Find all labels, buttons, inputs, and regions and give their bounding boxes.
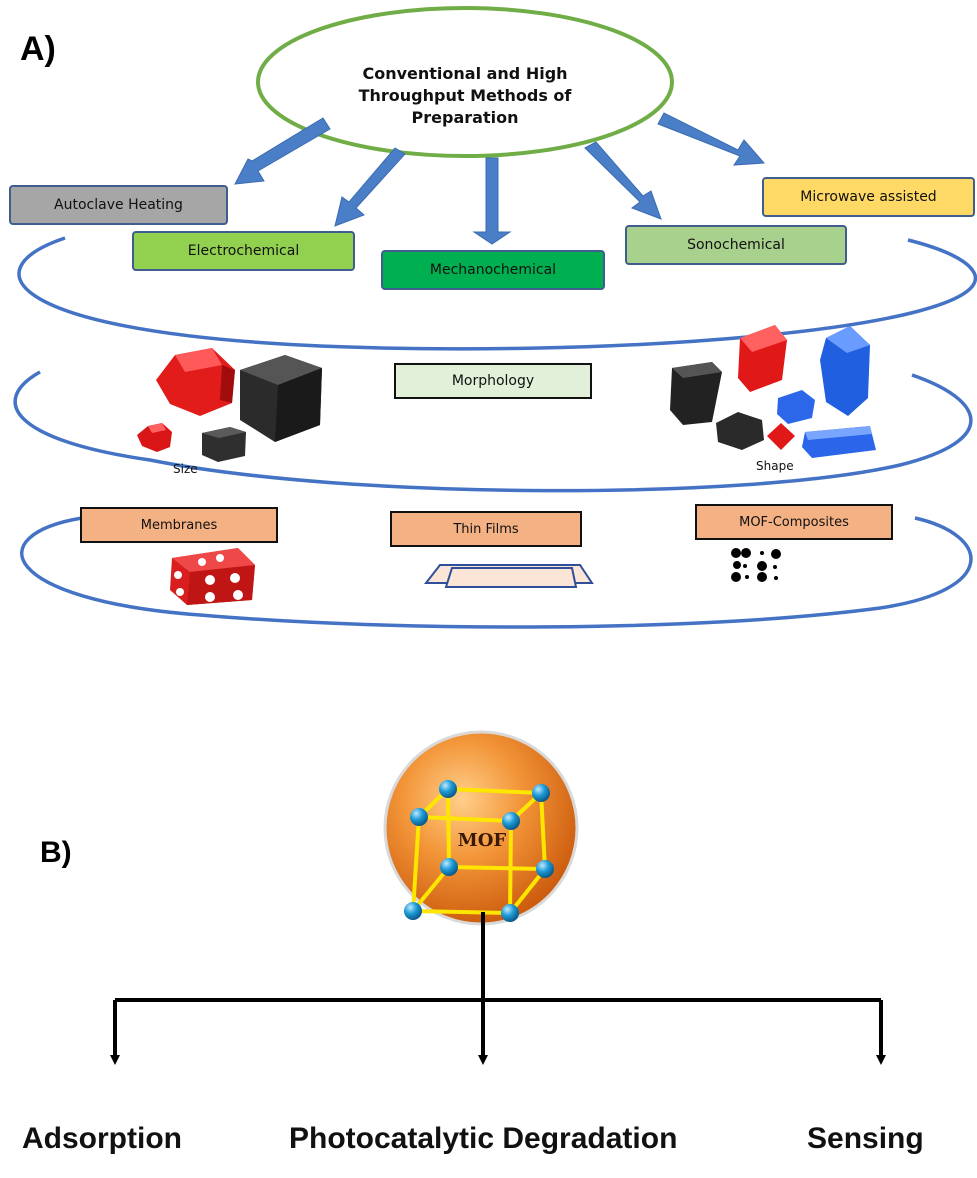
arrow-sonochemical — [584, 141, 662, 220]
arrow-mechanochemical — [472, 157, 512, 245]
method-electrochemical: Electrochemical — [132, 231, 355, 271]
preparation-line-3: Preparation — [411, 108, 519, 127]
preparation-line-2: Throughput Methods of — [358, 86, 572, 105]
arrow-electrochemical — [334, 147, 406, 227]
composite-dots — [731, 548, 781, 582]
method-mechanochemical: Mechanochemical — [381, 250, 605, 290]
arrow-microwave — [657, 112, 766, 166]
application-photocatalytic-degradation: Photocatalytic Degradation — [289, 1122, 678, 1155]
preparation-line-1: Conventional and High — [362, 64, 568, 83]
shape-shapes — [670, 325, 876, 458]
panel-label-a: A) — [20, 30, 56, 68]
size-shapes — [137, 348, 322, 462]
arrow-autoclave — [234, 117, 331, 185]
black-hexagon — [716, 412, 764, 450]
mof-label: MOF — [457, 830, 507, 851]
size-label: Size — [173, 462, 198, 476]
method-sonochemical: Sonochemical — [625, 225, 847, 265]
method-microwave-assisted: Microwave assisted — [762, 177, 975, 217]
method-autoclave-heating: Autoclave Heating — [9, 185, 228, 225]
red-die — [170, 548, 255, 605]
thin-films-box: Thin Films — [390, 511, 582, 547]
preparation-oval — [256, 6, 674, 158]
mof-composites-box: MOF-Composites — [695, 504, 893, 540]
ring-forms — [20, 516, 973, 629]
application-tree — [110, 912, 886, 1065]
shape-label: Shape — [756, 459, 794, 473]
thin-film-shape — [423, 564, 594, 588]
membranes-box: Membranes — [80, 507, 278, 543]
ring-methods — [17, 236, 977, 351]
application-adsorption: Adsorption — [22, 1122, 182, 1155]
morphology-box: Morphology — [394, 363, 592, 399]
mof-icon — [383, 730, 579, 926]
blue-cube-small — [777, 390, 815, 424]
panel-label-b: B) — [40, 836, 72, 869]
method-arrows — [234, 112, 766, 245]
red-diamond — [767, 423, 795, 450]
preparation-title: Conventional and High Throughput Methods… — [305, 63, 625, 129]
ring-morphology — [13, 370, 973, 493]
application-sensing: Sensing — [807, 1122, 924, 1155]
